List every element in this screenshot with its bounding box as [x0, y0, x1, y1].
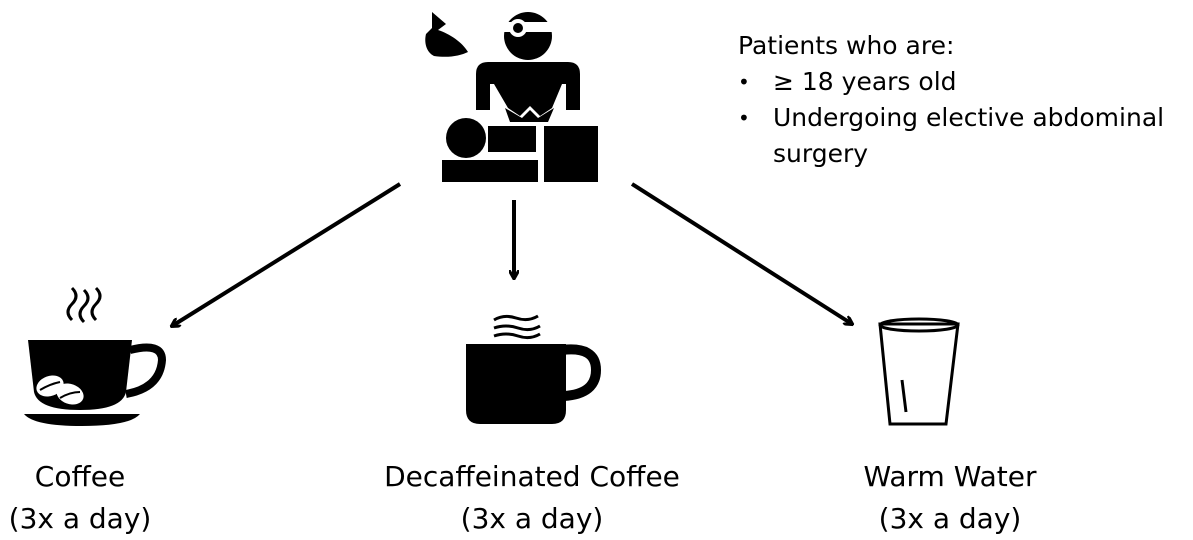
glass-icon [878, 317, 960, 426]
arm-name: Decaffeinated Coffee [384, 460, 680, 493]
criteria-list: ≥ 18 years old Undergoing elective abdom… [738, 64, 1188, 172]
arm-dose: (3x a day) [460, 502, 604, 535]
inclusion-criteria: Patients who are: ≥ 18 years old Undergo… [738, 28, 1188, 172]
criteria-item: ≥ 18 years old [738, 64, 1188, 100]
criteria-heading: Patients who are: [738, 31, 955, 60]
arrow-to-coffee [172, 182, 402, 326]
arm-label-water: Warm Water (3x a day) [840, 456, 1060, 540]
coffee-cup-icon [24, 286, 167, 426]
surgeon-operating-icon [425, 12, 598, 182]
arm-dose: (3x a day) [8, 502, 152, 535]
arrow-to-water [630, 182, 852, 324]
criteria-item: Undergoing elective abdominal surgery [738, 100, 1188, 172]
arm-name: Warm Water [863, 460, 1037, 493]
arm-label-decaf: Decaffeinated Coffee (3x a day) [360, 456, 704, 540]
arm-name: Coffee [34, 460, 126, 493]
arm-label-coffee: Coffee (3x a day) [0, 456, 160, 540]
arm-dose: (3x a day) [878, 502, 1022, 535]
mug-icon [466, 314, 602, 424]
